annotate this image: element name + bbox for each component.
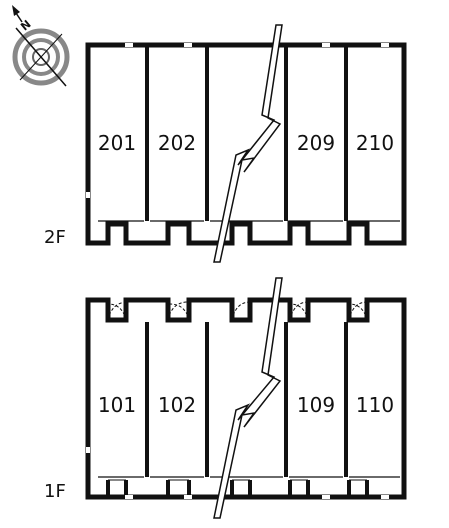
compass-arrow-shaft [13,9,23,23]
compass-inner-ring [22,38,60,76]
floor-1f-windows [86,447,389,499]
floor-2f-walls [85,42,407,246]
compass-cross-line [19,33,63,81]
compass-north-arrow [12,5,20,16]
compass-center [32,48,50,66]
compass-outer-ring [12,28,70,86]
floor-1f: 1F 101 102 109 110 [44,277,407,519]
floor-2f: 2F 201 202 209 210 [44,24,407,263]
room-label-110: 110 [356,393,394,417]
room-label-102: 102 [158,393,196,417]
compass-rose-icon: N [12,5,70,87]
room-label-202: 202 [158,131,196,155]
floor-label-1f: 1F [44,481,66,502]
floor-2f-break-symbol [213,24,283,263]
room-label-201: 201 [98,131,136,155]
room-label-210: 210 [356,131,394,155]
room-label-209: 209 [297,131,335,155]
floor-2f-windows [86,43,389,198]
floor-1f-break-symbol [213,277,283,519]
room-label-101: 101 [98,393,136,417]
floor-label-2f: 2F [44,227,66,248]
floor-1f-walls [85,297,407,500]
floor-1f-door-swings [107,301,368,321]
room-label-109: 109 [297,393,335,417]
